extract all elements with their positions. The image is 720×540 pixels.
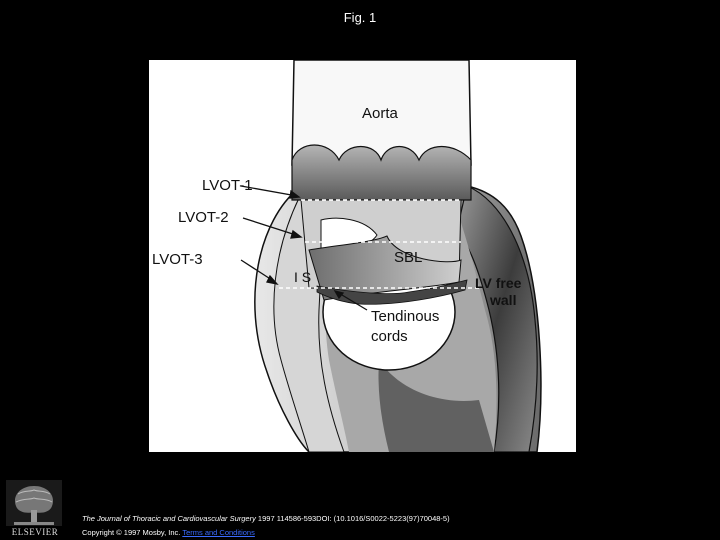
label-lvot3: LVOT-3	[152, 251, 203, 268]
label-is: I S	[294, 269, 311, 285]
publisher-name: ELSEVIER	[6, 527, 64, 537]
label-lv-free-wall-2: wall	[489, 292, 516, 308]
label-tendinous-1: Tendinous	[371, 308, 439, 325]
journal-name: The Journal of Thoracic and Cardiovascul…	[82, 514, 256, 523]
copyright: Copyright © 1997 Mosby, Inc. Terms and C…	[82, 528, 255, 537]
label-lvot2: LVOT-2	[178, 209, 229, 226]
label-lv-free-wall-1: LV free	[475, 275, 522, 291]
label-lvot1: LVOT-1	[202, 177, 253, 194]
terms-and-conditions-link[interactable]: Terms and Conditions	[182, 528, 255, 537]
slide-title: Fig. 1	[0, 10, 720, 25]
label-aorta: Aorta	[362, 105, 399, 122]
lvot-anatomy-figure: Aorta LVOT-1 LVOT-2 LVOT-3 SBL I S LV fr…	[149, 60, 576, 452]
label-sbl: SBL	[394, 249, 422, 266]
elsevier-tree-icon	[6, 480, 62, 526]
copyright-text: Copyright © 1997 Mosby, Inc.	[82, 528, 182, 537]
citation: The Journal of Thoracic and Cardiovascul…	[82, 514, 450, 523]
label-tendinous-2: cords	[371, 328, 408, 345]
heart-diagram: Aorta LVOT-1 LVOT-2 LVOT-3 SBL I S LV fr…	[149, 60, 576, 452]
citation-details: 1997 114586-593DOI: (10.1016/S0022-5223(…	[256, 514, 450, 523]
